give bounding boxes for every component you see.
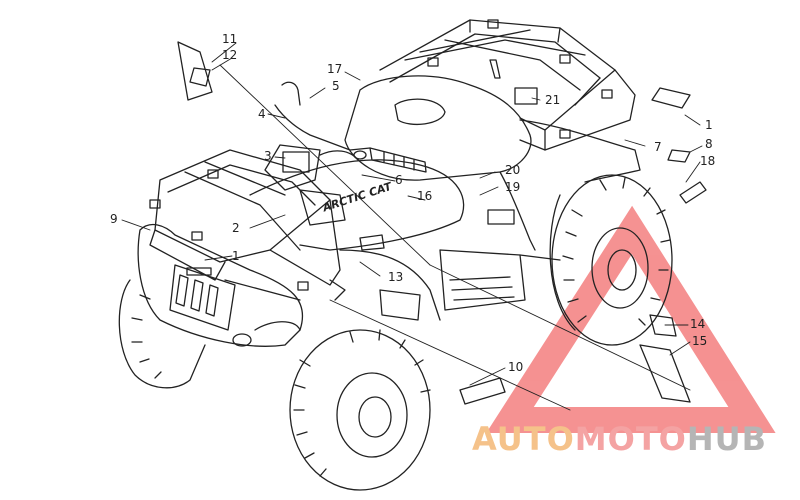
front-left-tire xyxy=(118,279,206,389)
callout-2: 2 xyxy=(232,221,240,235)
watermark-moto: MOTO xyxy=(574,420,687,458)
callout-13: 13 xyxy=(388,270,404,284)
callout-1-rear: 1 xyxy=(705,118,713,132)
callout-17: 17 xyxy=(327,62,343,76)
callout-5: 5 xyxy=(332,79,340,93)
callout-20: 20 xyxy=(505,163,521,177)
decal-logo: ARCTIC CAT xyxy=(320,179,394,214)
callout-9: 9 xyxy=(110,212,118,226)
watermark-text: AUTOMOTOHUB xyxy=(472,420,767,458)
rear-rack xyxy=(379,19,636,151)
callout-6: 6 xyxy=(395,173,403,187)
rear-body xyxy=(344,75,641,251)
front-right-tire xyxy=(289,329,431,491)
callout-12: 12 xyxy=(222,48,238,62)
callout-3: 3 xyxy=(264,149,272,163)
callout-1-front: 1 xyxy=(232,249,240,263)
callout-18: 18 xyxy=(700,154,716,168)
rear-tire xyxy=(549,174,673,346)
watermark-auto: AUTO xyxy=(472,420,575,458)
leader-lines xyxy=(121,42,703,411)
callout-19: 19 xyxy=(505,180,521,194)
callout-7: 7 xyxy=(654,140,662,154)
callout-21: 21 xyxy=(545,93,561,107)
callout-8: 8 xyxy=(705,137,713,151)
callout-15: 15 xyxy=(692,334,708,348)
callout-4: 4 xyxy=(258,107,266,121)
loose-decals xyxy=(177,41,707,405)
front-body xyxy=(137,223,304,347)
front-rack xyxy=(149,149,341,301)
callout-14: 14 xyxy=(690,317,706,331)
watermark-hub: HUB xyxy=(686,420,768,458)
footwell xyxy=(439,249,561,311)
callout-11: 11 xyxy=(222,32,238,46)
callout-16: 16 xyxy=(417,189,433,203)
handlebar-assembly xyxy=(264,81,427,191)
callout-10: 10 xyxy=(508,360,524,374)
